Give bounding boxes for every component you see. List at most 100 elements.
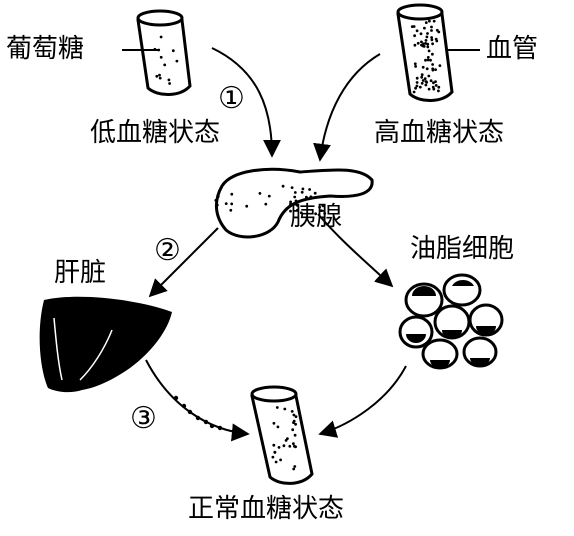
stipple-dot [421, 79, 425, 82]
stipple-dot [424, 42, 427, 45]
fat-cells-label: 油脂细胞 [410, 234, 515, 264]
stipple-dot [432, 81, 435, 85]
liver-label: 肝脏 [54, 258, 107, 288]
stipple-dot [435, 28, 439, 32]
stipple-dot [158, 73, 161, 77]
stipple-dot [175, 59, 179, 63]
stipple-dot [273, 450, 277, 454]
stipple-dot [294, 199, 298, 203]
stipple-dot [412, 90, 416, 94]
stipple-dot [321, 204, 325, 208]
liver-shape [39, 296, 173, 393]
stipple-dot [430, 29, 433, 32]
stipple-dot [432, 87, 436, 91]
stipple-dot [429, 79, 433, 83]
stipple-dot [429, 58, 432, 62]
stipple-dot [427, 74, 431, 78]
stipple-dot [276, 425, 280, 429]
stipple-dot [277, 446, 281, 449]
arrow-high-to-pancreas [313, 53, 381, 162]
stipple-dot [425, 80, 429, 84]
stipple-dot [159, 55, 163, 59]
arrow-fat-cells-to-normal [318, 365, 407, 438]
stipple-dot [294, 415, 298, 418]
stipple-dot [420, 73, 424, 77]
step-2-marker: ② [154, 233, 181, 268]
stipple-dot [413, 43, 417, 47]
stipple-dot [293, 465, 297, 468]
stipple-dot [292, 442, 295, 446]
stipple-dot [320, 209, 323, 213]
stipple-dot [415, 81, 419, 84]
stipple-dot [424, 58, 427, 62]
stipple-dot [292, 413, 296, 417]
stipple-dot [305, 195, 308, 199]
stipple-dot [422, 42, 425, 46]
step-1-marker: ① [218, 81, 245, 116]
stipple-dot [432, 19, 436, 23]
stipple-dot [230, 192, 234, 196]
stipple-dot [294, 445, 297, 449]
stipple-dot [288, 444, 292, 448]
stipple-dot [434, 80, 437, 83]
stipple-dot [426, 58, 430, 62]
stipple-dot [289, 200, 292, 204]
stipple-dot [289, 209, 292, 213]
stipple-dot [282, 444, 286, 448]
stipple-dot [163, 63, 167, 67]
stipple-dot [229, 208, 233, 212]
stipple-dot [431, 42, 434, 46]
stipple-dot [420, 75, 424, 79]
stipple-dot [415, 84, 419, 88]
stipple-dot [434, 84, 438, 87]
stipple-dot [258, 192, 262, 195]
stipple-dot [318, 205, 321, 209]
stipple-dot [155, 74, 159, 78]
stipple-dot [271, 455, 275, 459]
high-blood-sugar-vessel [396, 3, 454, 102]
low-blood-sugar-label: 低血糖状态 [90, 118, 221, 148]
stipple-dot [423, 77, 427, 80]
stipple-dot [416, 41, 420, 45]
stipple-dot [290, 410, 294, 413]
stipple-dot [323, 212, 327, 215]
stipple-dot [424, 83, 428, 87]
stipple-dot [309, 196, 313, 200]
stipple-dot [430, 38, 434, 42]
stipple-dot [167, 78, 171, 82]
stipple-dot [214, 199, 218, 202]
stipple-dot [422, 45, 426, 48]
stipple-dot [274, 460, 278, 464]
stipple-dot [168, 82, 172, 85]
stipple-dot [420, 40, 423, 44]
fat-cells-cluster [398, 273, 504, 370]
normal-blood-sugar-label: 正常血糖状态 [188, 494, 345, 524]
stipple-dot [434, 37, 438, 41]
stipple-dot [293, 195, 297, 199]
stipple-dot [430, 25, 433, 29]
stipple-dot [413, 34, 416, 38]
stipple-dot [428, 19, 431, 23]
pancreas-label: 胰腺 [290, 202, 343, 232]
stipple-dot [426, 56, 430, 59]
stipple-dot [425, 35, 429, 39]
stipple-dot [308, 188, 311, 191]
stipple-dot [313, 191, 317, 195]
stipple-dot [414, 86, 417, 90]
stipple-dot [413, 62, 417, 66]
stipple-dot [281, 184, 285, 188]
stipple-dot [275, 406, 279, 409]
blood-vessel-label: 血管 [486, 34, 539, 64]
stipple-dot [267, 194, 271, 198]
glucose-label: 葡萄糖 [6, 34, 85, 64]
stipple-dot [431, 68, 435, 72]
normal-blood-sugar-vessel [250, 385, 314, 485]
stipple-dot [415, 29, 419, 33]
stipple-dot [230, 202, 234, 206]
stipple-dot [314, 212, 317, 216]
stipple-dot [421, 65, 425, 69]
stipple-dot [415, 76, 419, 80]
stipple-dot [159, 35, 163, 39]
stipple-dot [430, 36, 433, 39]
